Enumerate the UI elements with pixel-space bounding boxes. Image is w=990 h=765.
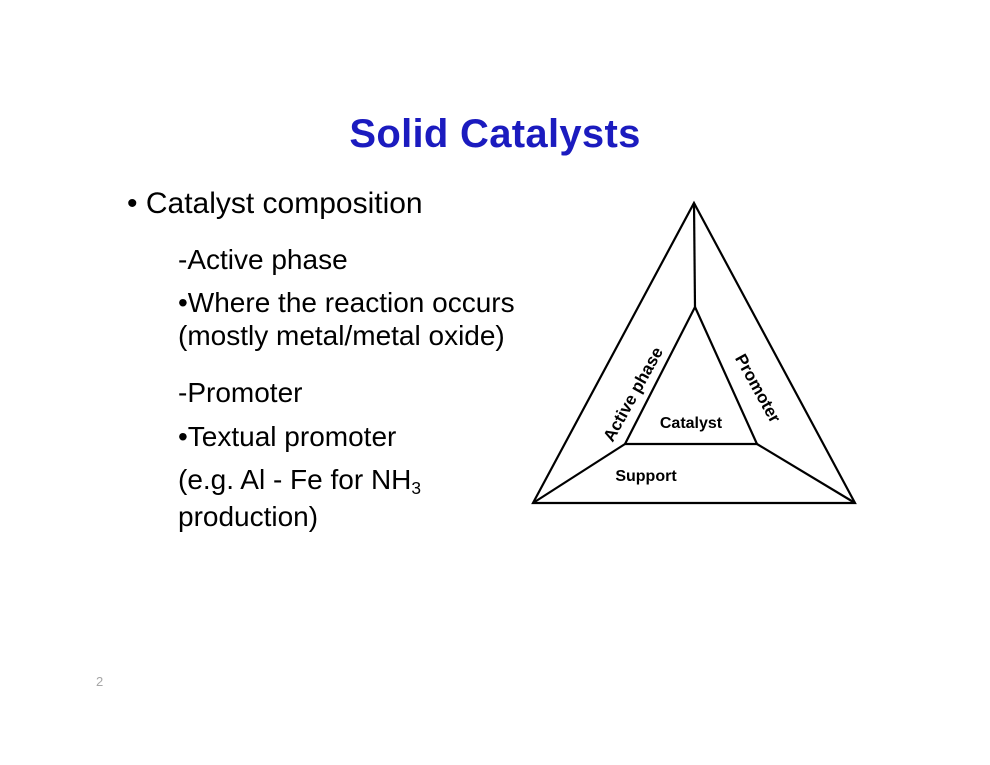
label-catalyst: Catalyst xyxy=(660,415,723,432)
formula-subscript: 3 xyxy=(411,477,422,498)
body-text-column: • Catalyst composition -Active phase •Wh… xyxy=(120,186,520,533)
bullet-example-formula: (e.g. Al - Fe for NH3 xyxy=(120,463,520,498)
bullet-where-reaction-occurs: •Where the reaction occurs (mostly metal… xyxy=(178,287,515,352)
page-title: Solid Catalysts xyxy=(349,112,641,156)
connector-apex xyxy=(692,202,697,308)
connector-bottom-right xyxy=(756,443,856,504)
bullet-active-phase: -Active phase xyxy=(178,244,348,276)
bullet-promoter: -Promoter xyxy=(178,377,303,409)
connector-bottom-left xyxy=(532,443,626,504)
bullet-example-formula-tail: production) xyxy=(178,500,319,532)
page-number: 2 xyxy=(96,674,104,689)
catalyst-composition-triangle: Active phase Promoter Catalyst Support xyxy=(515,185,875,520)
bullet-catalyst-composition: • Catalyst composition xyxy=(127,187,423,220)
outer-triangle-outline xyxy=(531,200,857,505)
bullet-textual-promoter: •Textual promoter xyxy=(178,420,397,452)
label-support: Support xyxy=(615,468,677,485)
label-promoter: Promoter xyxy=(731,351,784,427)
triangle-svg: Active phase Promoter Catalyst Support xyxy=(531,200,857,505)
formula-prefix: (e.g. Al - Fe for NH xyxy=(178,463,412,495)
inner-triangle-outline xyxy=(623,304,759,446)
